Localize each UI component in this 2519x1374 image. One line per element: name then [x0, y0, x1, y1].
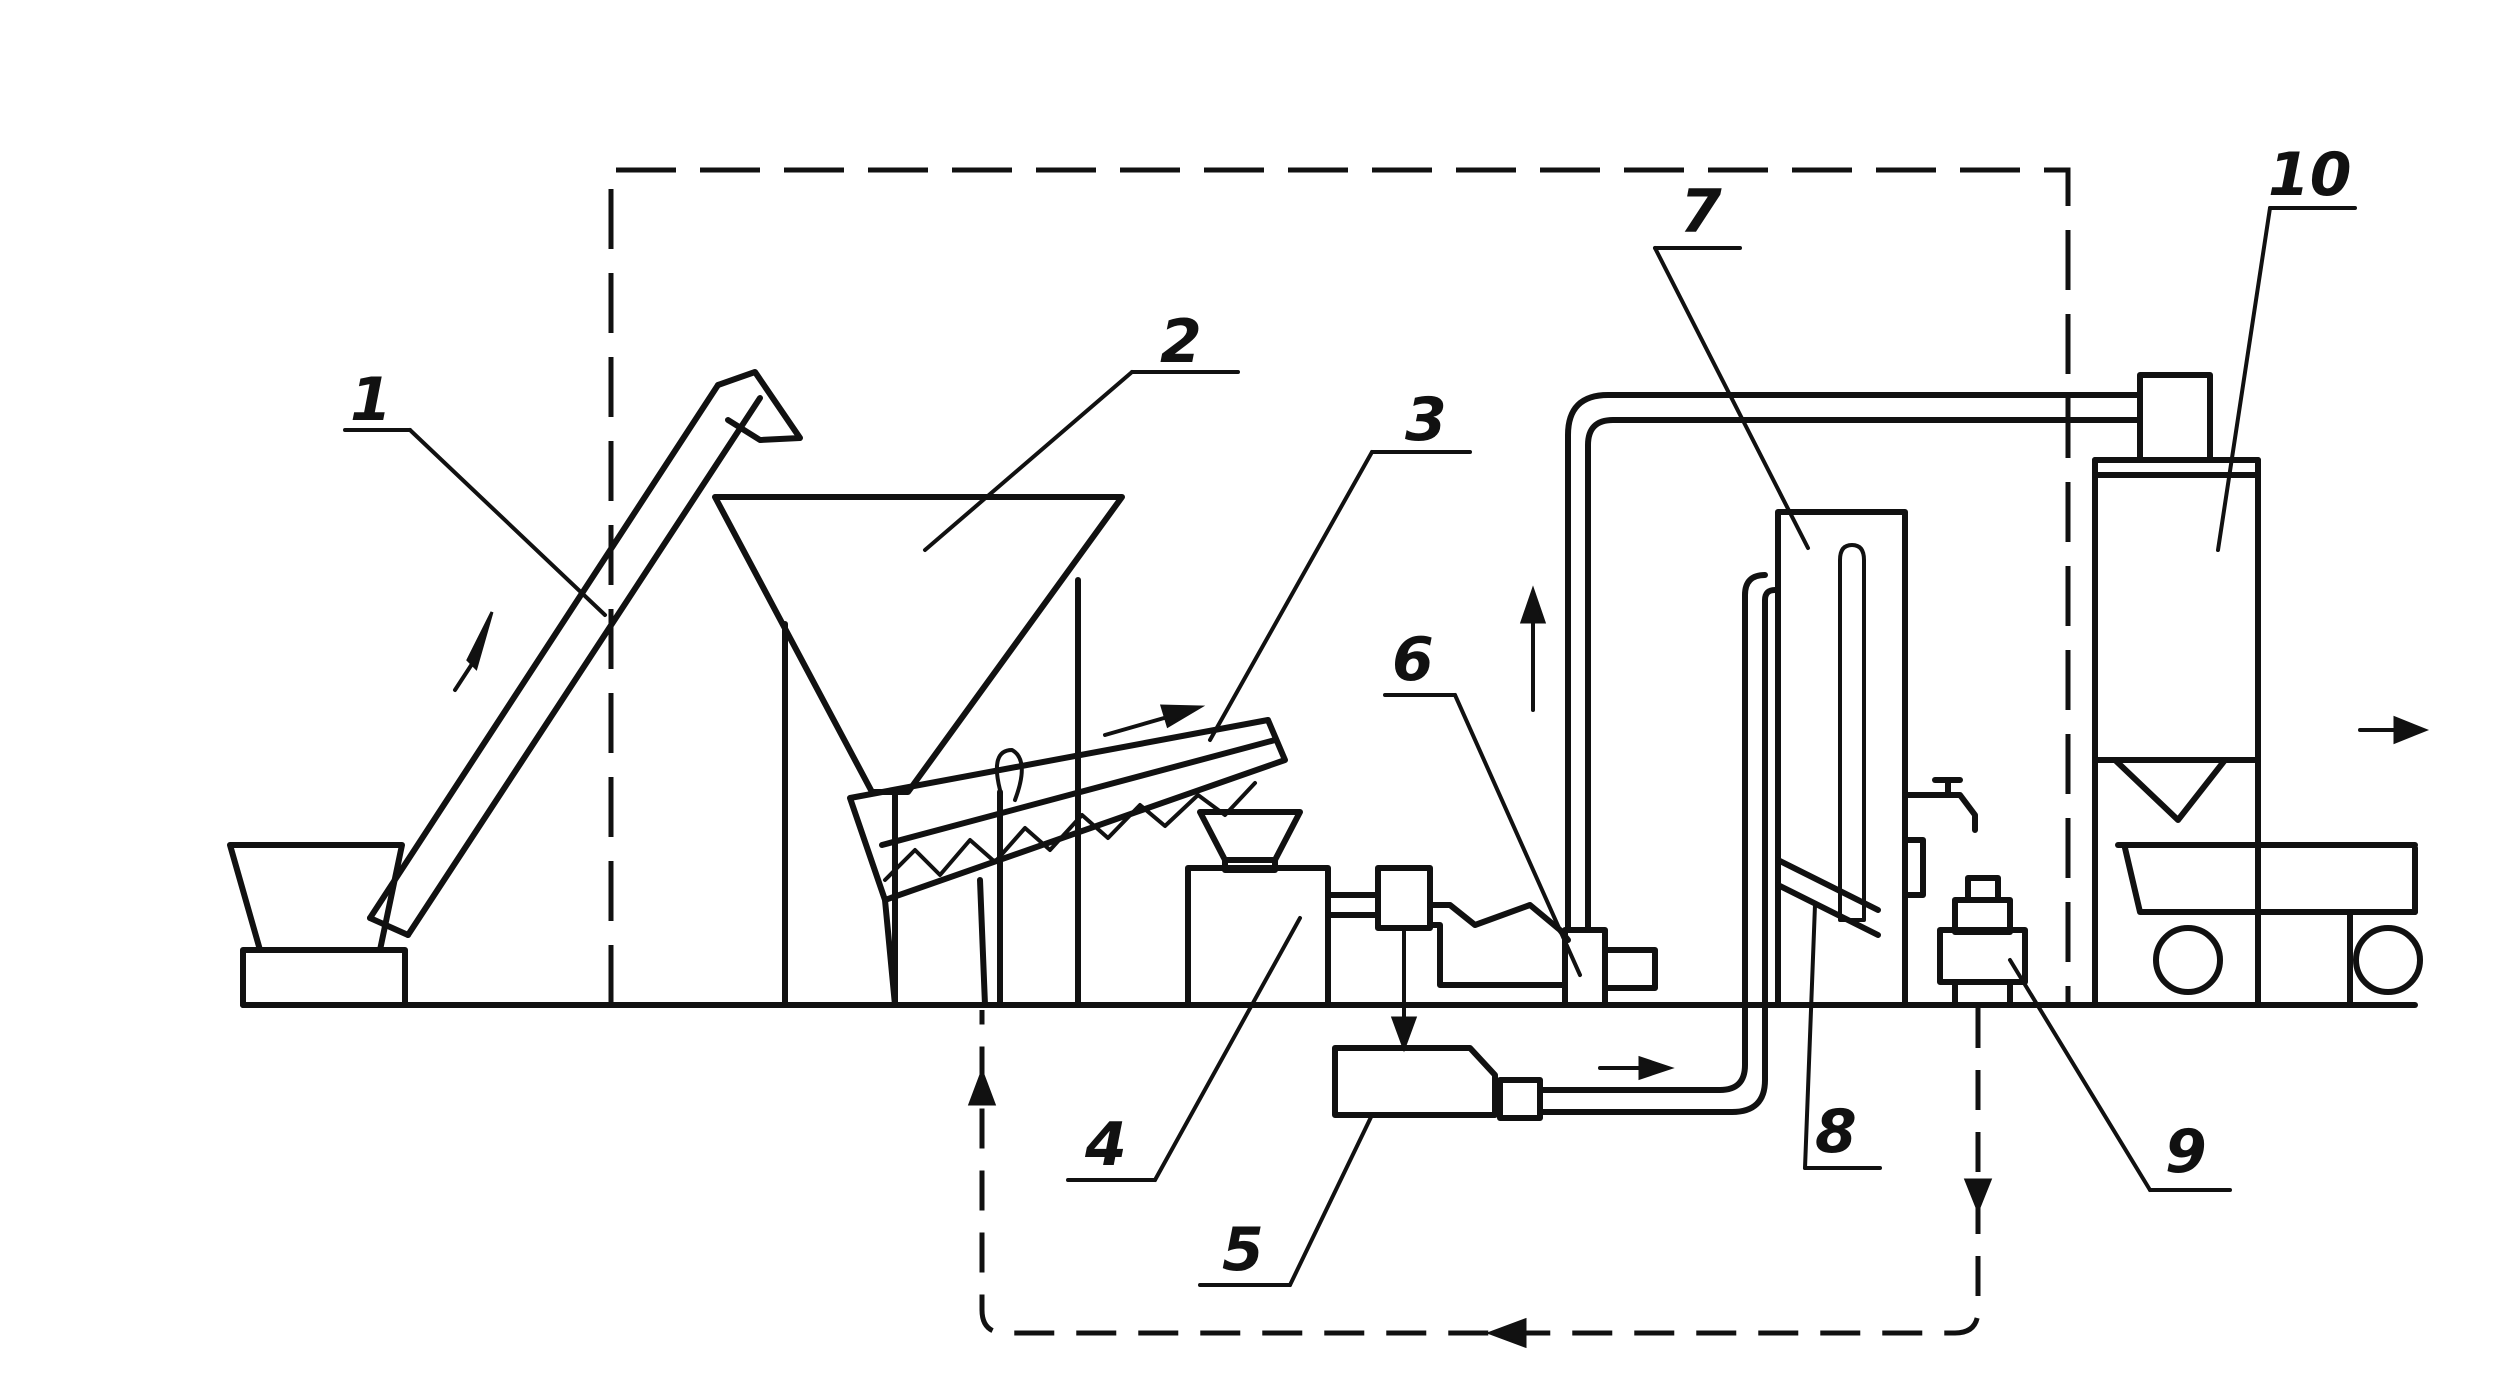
callout-4: 4 — [1066, 916, 1302, 1182]
receiving-hopper — [227, 842, 408, 1008]
label-1: 1 — [350, 365, 392, 435]
pump-unit — [1325, 572, 1778, 1121]
label-2: 2 — [1160, 307, 1202, 377]
label-5: 5 — [1222, 1215, 1264, 1285]
label-3: 3 — [1405, 385, 1447, 455]
label-9: 9 — [2165, 1117, 2207, 1187]
label-8: 8 — [1815, 1097, 1857, 1167]
label-10: 10 — [2268, 140, 2352, 210]
grinder — [1185, 809, 1331, 1008]
storage-hopper — [712, 494, 1125, 1008]
pump-9 — [1937, 875, 2028, 1008]
label-4: 4 — [1084, 1110, 1127, 1180]
truck-arrow-icon — [2393, 715, 2430, 745]
pump-down-arrow-icon — [1390, 1016, 1418, 1053]
callout-2: 2 — [923, 307, 1240, 552]
screw-feeder — [847, 704, 1288, 1008]
callout-5: 5 — [1198, 1113, 1374, 1287]
inclined-conveyor — [367, 369, 803, 938]
callout-8: 8 — [1803, 903, 1882, 1170]
return-arrow-left-icon — [1485, 1317, 1527, 1349]
callout-7: 7 — [1653, 177, 1810, 550]
vessel-7 — [1775, 509, 1978, 1008]
label-7: 7 — [1680, 177, 1722, 247]
callout-9: 9 — [2008, 958, 2232, 1192]
riser-up-arrow-icon — [1519, 585, 1547, 624]
pump-right-arrow-icon — [1638, 1055, 1675, 1081]
return-arrow-up-icon — [967, 1067, 997, 1106]
label-6: 6 — [1392, 625, 1434, 695]
dashed-return-loop — [967, 1008, 1993, 1349]
screw-arrow-icon — [1159, 704, 1206, 729]
conveyor-arrow-icon — [466, 611, 494, 671]
truck — [2115, 715, 2430, 1008]
callout-1: 1 — [343, 365, 607, 617]
return-arrow-down-icon — [1963, 1178, 1993, 1215]
callout-10: 10 — [2216, 140, 2357, 552]
callout-3: 3 — [1208, 385, 1472, 742]
callout-6: 6 — [1383, 625, 1582, 977]
feeder-6 — [1427, 392, 2143, 1008]
dashed-enclosure — [608, 167, 2071, 1005]
